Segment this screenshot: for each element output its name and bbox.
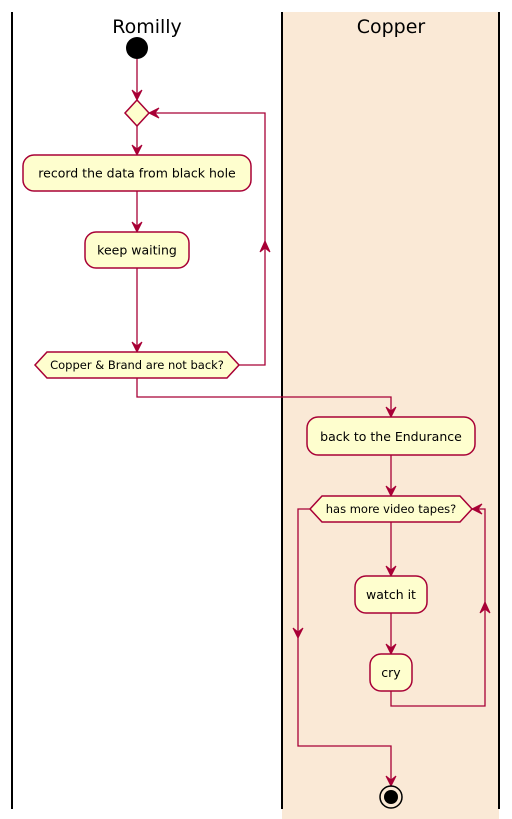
action-back-to-endurance: back to the Endurance bbox=[306, 416, 476, 456]
stop-node bbox=[379, 785, 403, 809]
action-cry-label: cry bbox=[381, 665, 401, 680]
flow-while-loop-back bbox=[390, 508, 486, 707]
while-condition-label: has more video tapes? bbox=[326, 502, 457, 516]
repeat-condition-label: Copper & Brand are not back? bbox=[50, 358, 224, 372]
arrowhead bbox=[385, 775, 397, 788]
arrowhead bbox=[385, 565, 397, 578]
action-record-data-label: record the data from black hole bbox=[38, 166, 236, 181]
while-condition: has more video tapes? bbox=[308, 495, 474, 523]
arrowhead bbox=[131, 221, 143, 234]
flow-while-exit-to-stop bbox=[297, 508, 392, 783]
arrowhead bbox=[292, 627, 304, 640]
flow-repeat-loop-back bbox=[152, 112, 266, 366]
arrowhead bbox=[259, 239, 271, 253]
arrowhead bbox=[479, 600, 491, 614]
arrowhead bbox=[131, 144, 143, 157]
action-cry: cry bbox=[369, 653, 413, 692]
action-watch-it-label: watch it bbox=[366, 587, 416, 602]
repeat-merge-diamond bbox=[123, 98, 151, 128]
arrowhead bbox=[147, 107, 160, 119]
swimlane-title-copper: Copper bbox=[357, 16, 426, 38]
arrowhead bbox=[131, 341, 143, 354]
action-watch-it: watch it bbox=[354, 575, 428, 614]
arrowhead bbox=[385, 406, 397, 419]
arrowhead bbox=[385, 485, 397, 498]
arrowhead bbox=[470, 503, 483, 515]
arrowhead bbox=[385, 643, 397, 656]
action-back-to-endurance-label: back to the Endurance bbox=[320, 429, 462, 444]
start-node bbox=[126, 37, 148, 59]
flow-exit-to-endurance bbox=[136, 378, 392, 414]
action-keep-waiting: keep waiting bbox=[84, 231, 190, 269]
action-record-data: record the data from black hole bbox=[22, 154, 252, 192]
action-keep-waiting-label: keep waiting bbox=[97, 243, 177, 258]
arrowhead bbox=[131, 89, 143, 102]
swimlane-title-romilly: Romilly bbox=[112, 16, 182, 38]
repeat-condition: Copper & Brand are not back? bbox=[33, 351, 241, 379]
